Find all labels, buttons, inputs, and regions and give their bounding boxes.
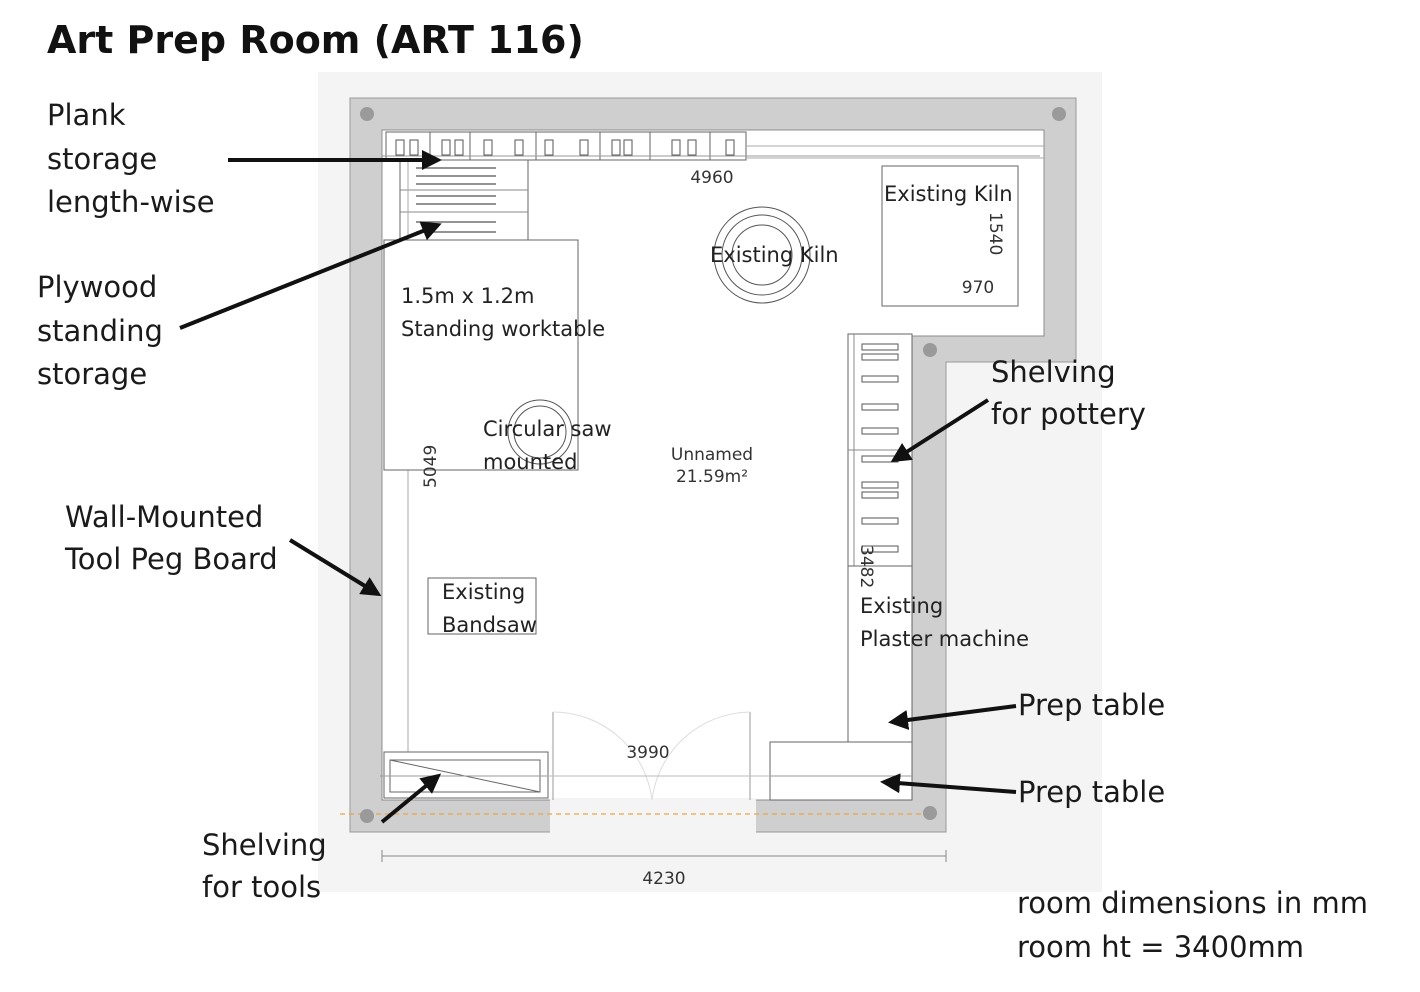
kiln-round-label: Existing Kiln (710, 243, 839, 267)
saw-label-1: Circular saw (483, 417, 612, 441)
arrow-plywood-storage (179, 221, 442, 330)
dim-left-length: 5049 (421, 445, 441, 488)
arrow-prep-table-2 (880, 773, 1017, 794)
callout-shelving-pottery: Shelving for pottery (991, 355, 1146, 432)
page-title: Art Prep Room (ART 116) (47, 18, 584, 62)
plaster-label-1: Existing (860, 594, 943, 618)
arrow-shelving-tools (380, 773, 442, 824)
kiln-round (713, 206, 811, 304)
worktable-name-label: Standing worktable (401, 317, 605, 341)
dim-bottom-width: 4230 (642, 869, 685, 889)
callout-prep-table-1: Prep table (1018, 688, 1166, 722)
bandsaw-label-2: Bandsaw (442, 613, 537, 637)
dim-door-width: 3990 (626, 743, 669, 763)
saw-label-2: mounted (483, 450, 577, 474)
bandsaw (427, 577, 537, 635)
dim-kiln-depth: 1540 (985, 212, 1005, 255)
callout-shelving-tools: Shelving for tools (202, 828, 327, 905)
kiln-box-label: Existing Kiln (884, 182, 1013, 206)
callout-prep-table-2: Prep table (1018, 775, 1166, 809)
dim-top-width: 4960 (690, 168, 733, 188)
arrow-prep-table-1 (888, 704, 1017, 730)
circular-saw (507, 399, 573, 465)
worktable-size-label: 1.5m x 1.2m (401, 284, 535, 308)
tool-shelving (383, 751, 549, 799)
note-units: room dimensions in mm (1017, 886, 1368, 920)
arrow-peg-board (288, 538, 382, 597)
dim-kiln-width: 970 (962, 278, 994, 298)
bandsaw-label-1: Existing (442, 580, 525, 604)
prep-table-bottom (769, 741, 913, 801)
room-area: 21.59m² (676, 467, 748, 487)
arrow-shelving-pottery (890, 398, 990, 463)
plaster-machine-table (847, 565, 913, 743)
door-opening (550, 798, 756, 834)
note-height: room ht = 3400mm (1017, 930, 1305, 964)
callout-plywood-storage: Plywood standing storage (37, 270, 163, 391)
callout-peg-board: Wall-Mounted Tool Peg Board (65, 500, 278, 577)
room-name: Unnamed (671, 445, 753, 465)
plaster-label-2: Plaster machine (860, 627, 1029, 651)
kiln-box (881, 165, 1019, 307)
plywood-rack (399, 159, 529, 241)
dim-shelf-length: 3482 (856, 545, 876, 588)
standing-worktable (383, 239, 579, 471)
callout-plank-storage: Plank storage length-wise (47, 98, 215, 219)
